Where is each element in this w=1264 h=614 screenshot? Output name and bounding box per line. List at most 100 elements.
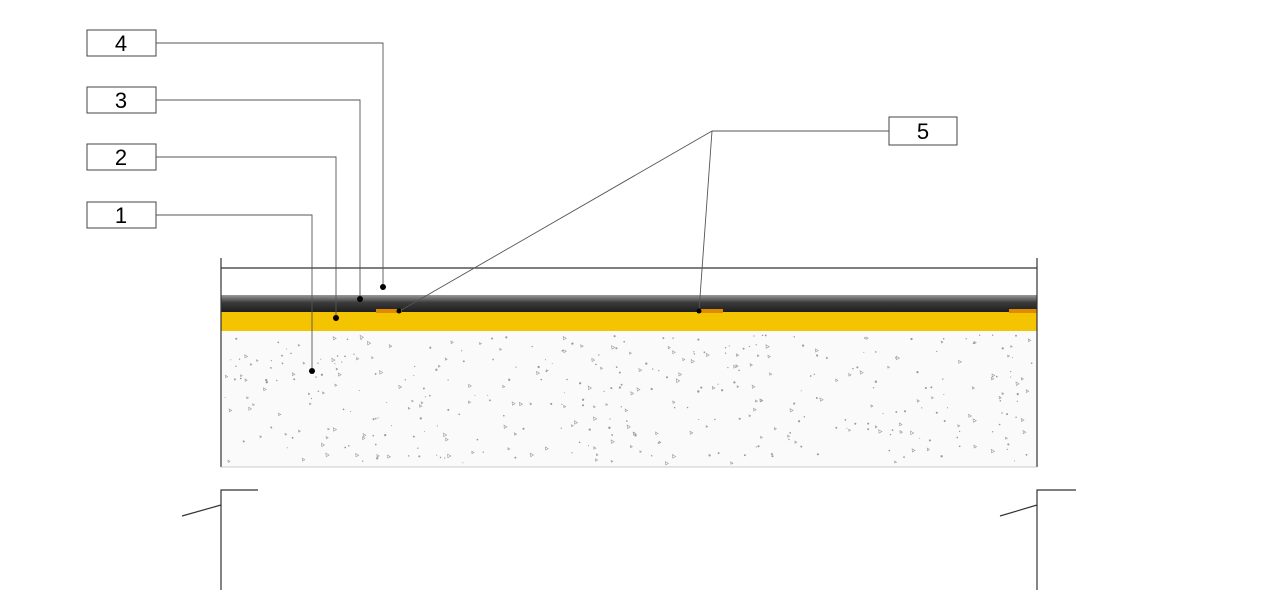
leader-dot-1: [309, 368, 315, 374]
concrete-speckle: [926, 447, 931, 452]
concrete-speckle: [814, 348, 819, 353]
concrete-speckle: [277, 341, 280, 344]
concrete-speckle: [638, 368, 643, 373]
concrete-speckle: [270, 367, 272, 369]
concrete-speckle: [536, 370, 540, 375]
leader-dot-3: [357, 296, 363, 302]
concrete-speckle: [1007, 354, 1011, 358]
concrete-speckle: [755, 399, 759, 403]
concrete-speckle: [872, 387, 875, 389]
concrete-speckle: [690, 358, 695, 364]
concrete-speckle: [359, 334, 365, 340]
concrete-speckle: [578, 441, 581, 444]
concrete-speckle: [755, 446, 757, 448]
concrete-speckle: [344, 355, 346, 358]
concrete-speckle: [610, 439, 615, 444]
concrete-speckle: [797, 420, 801, 423]
concrete-speckle: [234, 377, 237, 381]
concrete-speckle: [958, 430, 961, 433]
concrete-speckle: [263, 387, 267, 392]
concrete-speckle: [503, 424, 508, 429]
concrete-speckle: [971, 386, 976, 390]
concrete-speckle: [816, 453, 819, 456]
concrete-speckle: [502, 384, 506, 389]
wall-outlines: [181, 258, 1076, 590]
concrete-speckle: [1025, 453, 1028, 456]
seam-tape-strip: [1009, 309, 1037, 313]
concrete-speckle: [657, 442, 660, 444]
concrete-speckle: [991, 431, 994, 433]
concrete-speckle: [724, 352, 727, 354]
concrete-speckle: [298, 429, 302, 433]
concrete-speckle: [1001, 392, 1005, 396]
concrete-speckle: [515, 366, 517, 368]
concrete-speckle: [846, 427, 848, 429]
concrete-speckle: [673, 406, 676, 409]
concrete-speckle: [705, 425, 709, 428]
concrete-speckle: [878, 429, 883, 434]
concrete-speckle: [748, 345, 751, 348]
concrete-speckle: [765, 344, 770, 349]
concrete-speckle: [238, 358, 241, 360]
concrete-speckle: [362, 433, 367, 438]
concrete-speckle: [334, 383, 338, 387]
concrete-speckle: [972, 418, 977, 423]
concrete-speckle: [800, 445, 803, 448]
concrete-speckle: [848, 372, 852, 377]
concrete-speckle: [462, 360, 465, 363]
concrete-speckle: [874, 380, 878, 383]
concrete-speckle: [356, 356, 360, 361]
concrete-speckle: [580, 344, 584, 348]
concrete-speckle: [390, 425, 393, 427]
concrete-speckle: [492, 358, 494, 361]
concrete-speckle: [916, 399, 920, 403]
concrete-speckle: [910, 430, 915, 436]
concrete-speckle: [244, 354, 249, 359]
concrete-speckle: [230, 359, 232, 361]
concrete-speckle: [730, 461, 734, 465]
concrete-speckle: [593, 405, 596, 409]
concrete-speckle: [1015, 381, 1020, 386]
concrete-speckle: [671, 453, 677, 459]
concrete-speckle: [903, 456, 905, 458]
concrete-speckle: [736, 385, 740, 388]
concrete-speckle: [916, 370, 919, 374]
concrete-speckle: [874, 425, 878, 429]
concrete-speckle: [529, 402, 533, 406]
callout-label-1: 1: [115, 203, 127, 228]
concrete-speckle: [404, 379, 407, 381]
concrete-speckle: [508, 378, 511, 381]
concrete-speckle: [281, 354, 283, 357]
concrete-speckle: [598, 354, 600, 356]
concrete-speckle: [270, 360, 272, 362]
concrete-speckle: [355, 452, 360, 458]
concrete-speckle: [413, 374, 415, 376]
concrete-speckle: [1022, 429, 1027, 435]
concrete-speckle: [308, 392, 311, 396]
concrete-speckle: [991, 334, 994, 336]
concrete-speckle: [662, 337, 665, 340]
concrete-speckle: [302, 361, 306, 365]
concrete-speckle: [767, 354, 771, 359]
concrete-speckle: [519, 401, 524, 407]
concrete-speckle: [487, 394, 489, 396]
concrete-speckle: [895, 355, 901, 361]
concrete-speckle: [1010, 376, 1012, 378]
concrete-speckle: [787, 434, 791, 438]
concrete-speckle: [773, 426, 777, 431]
concrete-speckle: [793, 336, 796, 338]
concrete-speckle: [353, 353, 355, 355]
concrete-speckle: [444, 457, 446, 459]
concrete-speckle: [332, 336, 337, 341]
concrete-speckle: [436, 454, 438, 456]
concrete-speckle: [419, 417, 422, 420]
concrete-speckle: [297, 343, 301, 347]
concrete-speckle: [870, 404, 874, 408]
concrete-speckle: [1015, 416, 1017, 419]
concrete-speckle: [250, 363, 253, 366]
concrete-speckle: [435, 368, 438, 371]
concrete-speckle: [618, 371, 621, 374]
concrete-speckle: [633, 431, 635, 434]
concrete-speckle: [708, 454, 711, 457]
concrete-speckle: [1030, 362, 1033, 365]
